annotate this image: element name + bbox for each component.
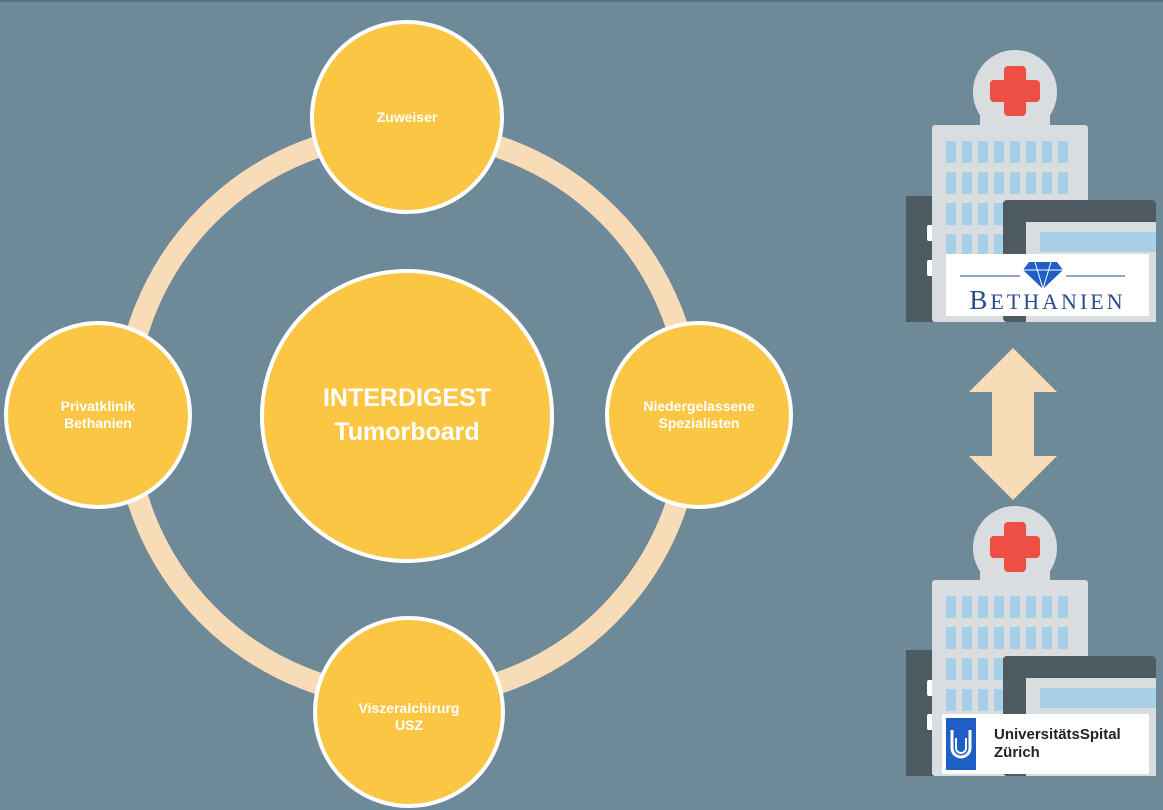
- cross-icon: [990, 66, 1040, 116]
- node-top-circle: [310, 20, 504, 214]
- node-top-label: Zuweiser: [376, 108, 438, 125]
- top-border: [0, 0, 1163, 2]
- center-node-circle: [260, 269, 554, 563]
- cross-icon: [990, 522, 1040, 572]
- bethanien-logo-initial: B: [969, 285, 991, 315]
- usz-logo-text: UniversitätsSpital Zürich: [994, 726, 1121, 761]
- usz-logo-panel: [942, 714, 1149, 774]
- bethanien-logo-rest: ETHANIEN: [990, 289, 1126, 314]
- node-bottom-circle: [313, 616, 505, 808]
- diamond-logo-icon: [1023, 261, 1063, 291]
- node-left-label: Privatklinik Bethanien: [60, 398, 136, 431]
- double-arrow-icon: [969, 348, 1057, 500]
- center-node-label: INTERDIGEST Tumorboard: [322, 384, 492, 446]
- node-right-label: Niedergelassene Spezialisten: [643, 398, 755, 431]
- node-left-circle: [4, 321, 192, 509]
- usz-logo-icon: [946, 718, 976, 770]
- node-right-circle: [605, 321, 793, 509]
- bethanien-logo-text: BETHANIEN: [946, 285, 1149, 316]
- node-bottom-label: Viszeralchirurg USZ: [358, 700, 460, 733]
